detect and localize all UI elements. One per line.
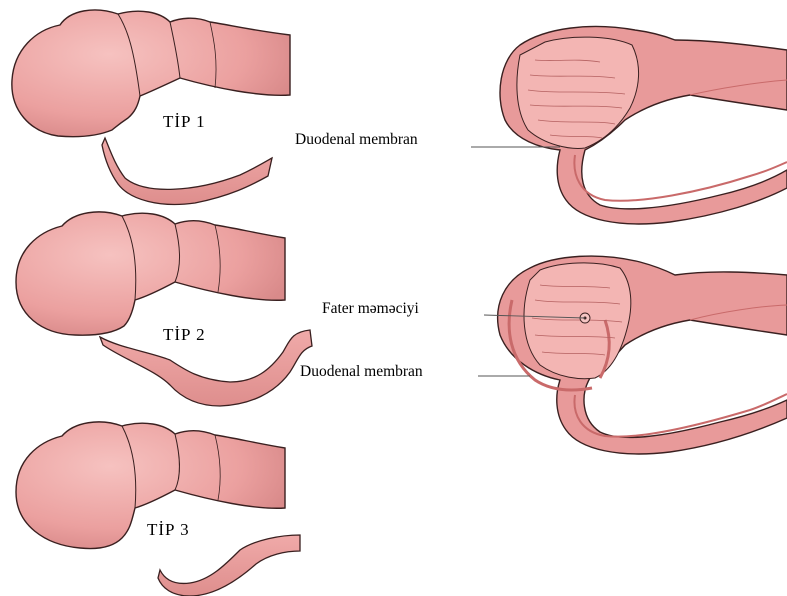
type2-cross-section (498, 256, 787, 454)
fater-papilla-label: Fater məməciyi (322, 300, 419, 318)
duodenal-membran-label-1: Duodenal membran (295, 131, 418, 149)
type1-cross-section (500, 26, 787, 223)
type2-stomach (16, 212, 285, 335)
type1-distal-tube (102, 138, 272, 204)
type3-distal-tube (158, 535, 300, 596)
type1-label: TİP 1 (163, 112, 206, 132)
type2-thin-band-and-tube (100, 330, 312, 406)
type3-label: TİP 3 (147, 520, 190, 540)
type1-stomach (12, 10, 290, 137)
type2-label: TİP 2 (163, 325, 206, 345)
duodenal-membran-label-2: Duodenal membran (300, 363, 423, 381)
